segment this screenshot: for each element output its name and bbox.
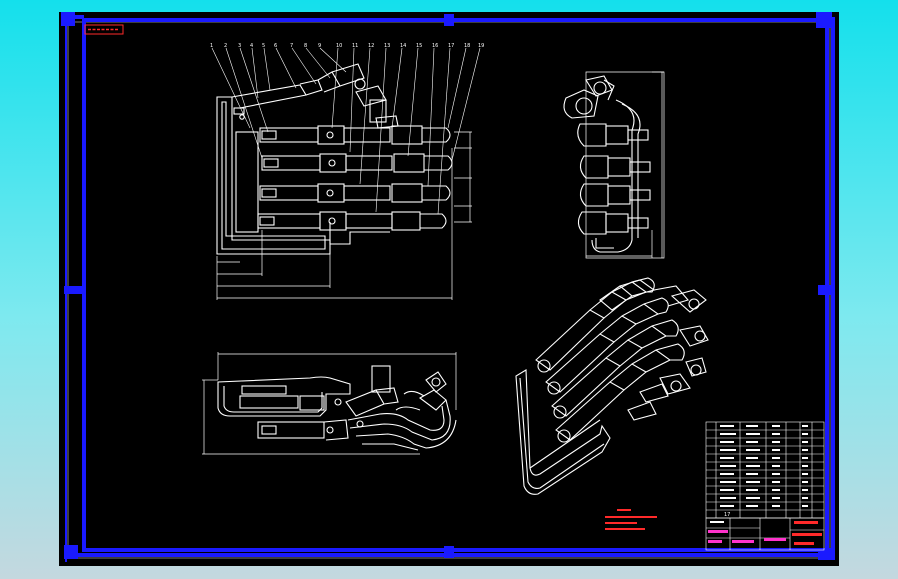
title-block[interactable]	[705, 517, 825, 551]
front-view-leaders	[211, 47, 481, 215]
svg-text:2: 2	[224, 43, 227, 49]
side-view-dimensions	[586, 72, 663, 258]
svg-text:1: 1	[210, 43, 213, 49]
svg-text:12: 12	[368, 43, 374, 49]
svg-text:14: 14	[400, 43, 406, 49]
top-view-dimensions	[202, 352, 457, 455]
svg-text:6: 6	[274, 43, 277, 49]
svg-text:3: 3	[238, 43, 241, 49]
svg-text:9: 9	[318, 43, 321, 49]
parts-table[interactable]	[705, 421, 825, 519]
title-block-red-marks	[708, 521, 822, 545]
svg-text:4: 4	[250, 43, 253, 49]
svg-text:5: 5	[262, 43, 265, 49]
svg-text:13: 13	[384, 43, 390, 49]
parts-table-footer: 17	[724, 512, 730, 518]
drawing-sheet	[59, 12, 839, 566]
technical-requirements	[605, 509, 657, 530]
svg-text:17: 17	[448, 43, 454, 49]
view-side[interactable]	[563, 71, 665, 259]
svg-text:18: 18	[464, 43, 470, 49]
view-top[interactable]	[217, 365, 457, 451]
front-view-dimensions	[216, 131, 472, 300]
svg-text:8: 8	[304, 43, 307, 49]
grip-marker-icon[interactable]	[61, 12, 834, 560]
svg-text:11: 11	[352, 43, 358, 49]
view-front[interactable]	[216, 63, 453, 255]
svg-text:15: 15	[416, 43, 422, 49]
svg-text:17: 17	[724, 512, 730, 518]
view-isometric[interactable]	[515, 277, 709, 495]
svg-text:7: 7	[290, 43, 293, 49]
top-left-tag-box	[84, 24, 124, 35]
svg-text:10: 10	[336, 43, 342, 49]
svg-text:19: 19	[478, 43, 484, 49]
svg-text:16: 16	[432, 43, 438, 49]
parts-table-cell-marks	[720, 425, 808, 507]
